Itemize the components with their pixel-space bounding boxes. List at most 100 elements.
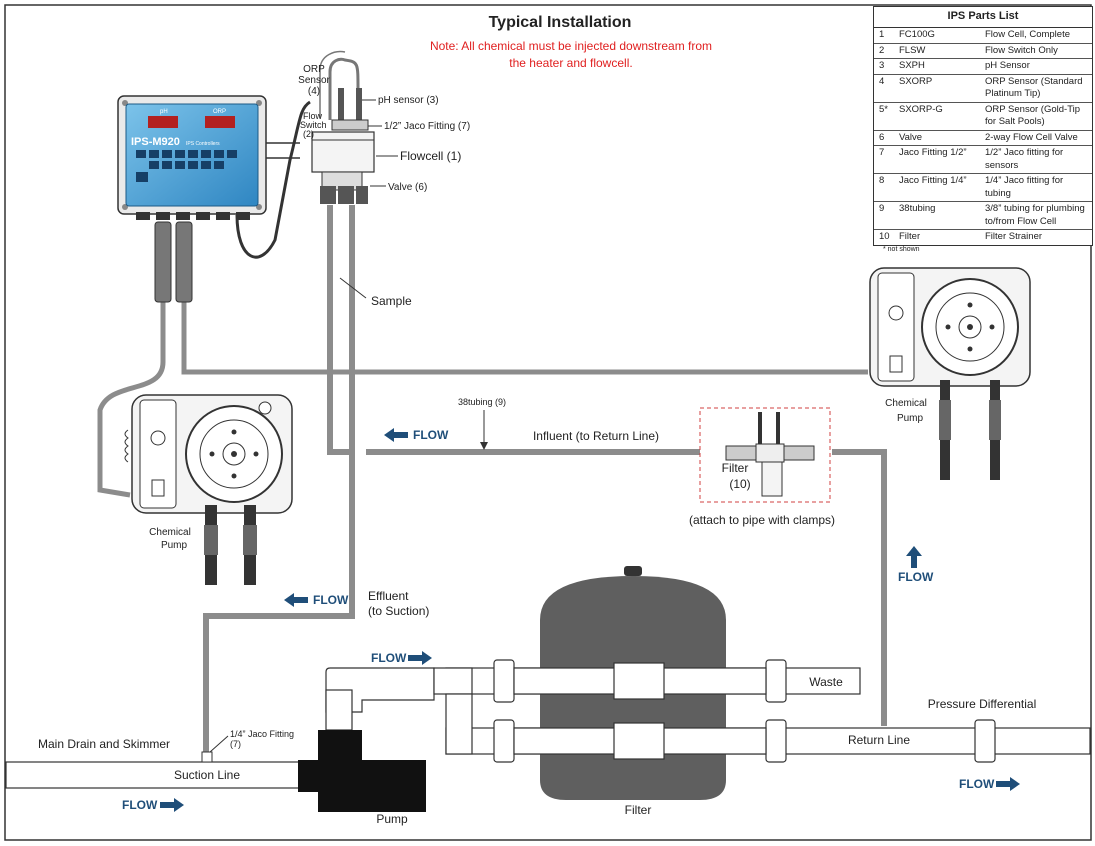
valve-1 [320, 186, 336, 204]
chemical-pump-left [124, 394, 293, 585]
parts-list-row: 4 SXORP ORP Sensor (Standard Platinum Tip) [874, 75, 1092, 103]
diagram-title: Typical Installation [489, 14, 632, 31]
parts-list-row: 3 SXPH pH Sensor [874, 59, 1092, 75]
influent-label: Influent (to Return Line) [533, 429, 659, 443]
flow-marker-up: FLOW [898, 546, 934, 584]
svg-text:FLOW: FLOW [371, 651, 407, 665]
flow-marker-pump-out: FLOW [371, 651, 432, 665]
parts-cell-part: Jaco Fitting 1/4” [899, 175, 967, 186]
return-line-label: Return Line [848, 733, 910, 747]
plug-left [154, 221, 172, 303]
svg-text:FLOW: FLOW [122, 798, 158, 812]
main-drain-label: Main Drain and Skimmer [38, 737, 170, 751]
svg-text:FLOW: FLOW [313, 593, 349, 607]
filter-label: Filter [625, 803, 652, 817]
sample-tube [327, 205, 350, 455]
valve-2 [338, 186, 354, 204]
parts-cell-num: 1 [879, 29, 885, 40]
parts-cell-num: 2 [879, 44, 885, 56]
sand-filter-tank [513, 566, 767, 800]
parts-cell-part: SXORP-G [899, 103, 943, 115]
filter-strainer-label: Filter [722, 461, 749, 475]
suction-pipe [5, 761, 307, 789]
controller-model: IPS-M920 [131, 136, 180, 148]
sensor-cable [235, 100, 311, 259]
pressure-diff-label: Pressure Differential [928, 697, 1037, 711]
parts-cell-part: Jaco Fitting 1/2” [899, 147, 967, 158]
controller-keypad [136, 150, 237, 182]
parts-cell-num: 4 [879, 75, 885, 87]
note-line-2: the heater and flowcell. [509, 56, 632, 70]
orp-display [205, 116, 235, 128]
parts-cell-part: SXPH [899, 60, 925, 71]
suction-line-label: Suction Line [174, 768, 240, 782]
parts-cell-desc: ORP Sensor (Gold-Tip for Salt Pools) [985, 103, 1081, 128]
influent-return-tube [832, 449, 887, 726]
svg-text:FLOW: FLOW [898, 570, 934, 584]
svg-text:(2): (2) [303, 129, 314, 139]
parts-cell-num: 6 [879, 131, 885, 143]
flow-marker-suction: FLOW [122, 798, 184, 812]
orp-sensor-label: ORP [303, 64, 325, 75]
svg-text:(4): (4) [308, 86, 320, 97]
parts-cell-desc: pH Sensor [985, 60, 1030, 71]
parts-cell-part: 38tubing [899, 203, 936, 214]
ph-label: pH [160, 109, 168, 115]
effluent-label: Effluent [368, 589, 409, 603]
flow-marker-influent: FLOW [384, 428, 449, 442]
sample-label: Sample [371, 294, 412, 308]
parts-cell-num: 8 [879, 175, 885, 186]
jaco-half-label: 1/2” Jaco Fitting (7) [384, 121, 470, 132]
parts-list-row: 8 Jaco Fitting 1/4” 1/4” Jaco fitting for … [874, 174, 1092, 202]
parts-cell-desc: ORP Sensor (Standard Platinum Tip) [985, 75, 1083, 100]
parts-cell-desc: 1/4” Jaco fitting for tubing [985, 175, 1064, 199]
svg-text:Switch: Switch [300, 120, 327, 130]
svg-text:(to Suction): (to Suction) [368, 604, 429, 618]
svg-text:FLOW: FLOW [959, 777, 995, 791]
svg-text:(10): (10) [729, 477, 750, 491]
orp-label: ORP [213, 109, 226, 115]
parts-cell-part: FC100G [899, 29, 935, 40]
ips-m920-controller: pH ORP IPS-M920 IPS Controllers [117, 95, 267, 303]
flowcell-assembly [311, 88, 375, 204]
parts-list-row: 5* SXORP-G ORP Sensor (Gold-Tip for Salt P… [874, 103, 1092, 131]
ph-sensor-label: pH sensor (3) [378, 95, 439, 106]
flowcell-body [311, 131, 375, 173]
parts-cell-part: SXORP [899, 75, 933, 87]
flow-marker-return: FLOW [959, 777, 1020, 791]
jaco-quarter-label: 1/4” Jaco Fitting [230, 729, 294, 739]
parts-cell-num: 3 [879, 60, 885, 71]
filter-strainer [699, 407, 831, 503]
tubing-label: 38tubing (9) [458, 397, 506, 407]
valve-label: Valve (6) [388, 182, 427, 193]
pump-cable-right [181, 300, 868, 375]
plug-right [175, 221, 193, 303]
chemical-pump-right [869, 267, 1031, 480]
ph-display [148, 116, 178, 128]
note-line-1: Note: All chemical must be injected down… [430, 39, 712, 53]
tubing-network [97, 205, 887, 756]
parts-cell-num: 5* [879, 103, 888, 115]
parts-cell-desc: Flow Switch Only [985, 44, 1058, 56]
chem-pump-left-label: Chemical [149, 527, 191, 538]
attach-label: (attach to pipe with clamps) [689, 513, 835, 527]
valve-3 [356, 186, 368, 204]
flow-marker-effluent: FLOW [284, 593, 349, 607]
main-pump [298, 730, 426, 812]
parts-list-title: IPS Parts List [874, 7, 1092, 28]
svg-text:Pump: Pump [161, 540, 188, 551]
parts-list-row: 2 FLSW Flow Switch Only [874, 44, 1092, 59]
parts-cell-desc: 2-way Flow Cell Valve [985, 131, 1078, 143]
parts-cell-desc: 1/2” Jaco fitting for sensors [985, 147, 1064, 171]
pump-cable-left [97, 300, 166, 498]
svg-text:Sensor: Sensor [298, 75, 330, 86]
parts-cell-part: FLSW [899, 44, 926, 56]
flowcell-label: Flowcell (1) [400, 149, 461, 163]
